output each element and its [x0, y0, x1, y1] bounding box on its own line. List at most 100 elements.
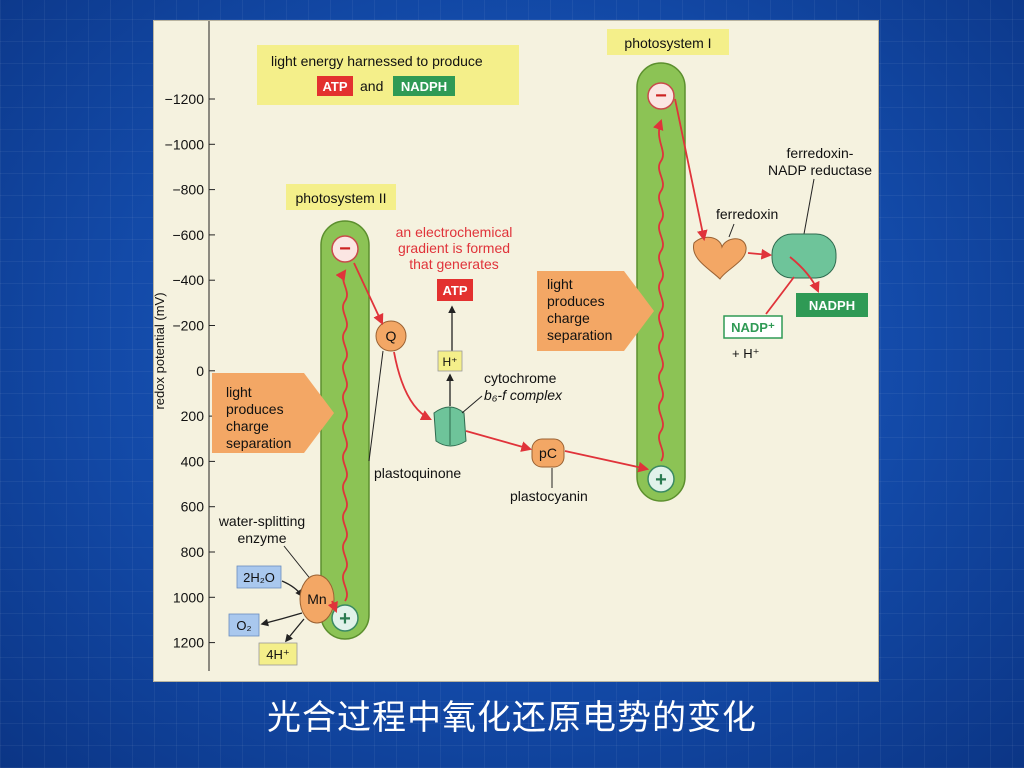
h-plus-label: H⁺: [443, 355, 458, 369]
water-enzyme-line1: water-splitting: [218, 513, 305, 529]
light-left-line1: light: [226, 384, 252, 400]
nadph-badge-label: NADPH: [401, 79, 447, 94]
psi-minus-sign: −: [655, 85, 667, 107]
mn-to-o2-arrow: [260, 612, 303, 627]
y-tick-label: 1200: [173, 635, 204, 651]
light-arrow-right: light produces charge separation: [537, 271, 654, 351]
plus-h-label: + H⁺: [732, 346, 759, 361]
h2o-to-mn-arrow: [281, 580, 303, 598]
nadp-to-fnr-curve: [765, 276, 795, 315]
y-axis-label: redox potential (mV): [154, 292, 167, 409]
cytochrome-pointer: [461, 395, 483, 414]
y-tick-label: 400: [181, 453, 205, 469]
nadph-output-badge: [796, 293, 868, 317]
fnr-to-nadph-arrow: [789, 256, 820, 293]
ferredoxin-label: ferredoxin: [716, 206, 778, 222]
psii-plus-sign: +: [339, 608, 351, 630]
gradient-note-line3: that generates: [409, 256, 499, 272]
mn-label: Mn: [307, 591, 326, 607]
psi-to-ferredoxin-arrow: [674, 98, 708, 242]
cytochrome-line1: cytochrome: [484, 370, 557, 386]
photosystem-i-label-box: [607, 29, 729, 55]
psi-plus-circle: +: [647, 465, 675, 493]
plastoquinone-label: plastoquinone: [374, 465, 461, 481]
psi-plus-sign: +: [655, 469, 667, 491]
fnr-node: [771, 233, 837, 279]
4h-box: [258, 642, 298, 666]
h2o-label: 2H₂O: [243, 570, 275, 585]
light-arrow-left: light produces charge separation: [212, 373, 334, 453]
light-right-line3: charge: [547, 310, 590, 326]
4h-label: 4H⁺: [266, 647, 289, 662]
h2o-box: [236, 565, 282, 589]
fnr-line2: NADP reductase: [768, 162, 872, 178]
psii-minus-circle: −: [331, 235, 359, 263]
psii-to-q-arrow: [353, 262, 384, 325]
atp-badge: [317, 76, 353, 96]
nadph-output-label: NADPH: [809, 298, 855, 313]
fnr-pointer: [803, 178, 815, 235]
fnr-line1: ferredoxin-: [787, 145, 854, 161]
ferredoxin-pointer: [728, 223, 735, 238]
photosystem-ii-label: photosystem II: [295, 190, 386, 206]
y-tick-label: −1200: [165, 91, 205, 107]
light-left-line3: charge: [226, 418, 269, 434]
y-tick-label: −600: [172, 227, 204, 243]
y-tick-label: 600: [181, 499, 205, 515]
photosystem-i-label: photosystem I: [624, 35, 711, 51]
water-enzyme-pointer: [283, 545, 313, 582]
y-axis: −1200 −1000 −800 −600 −400 −200 0 200 400 600 800 1…: [154, 21, 215, 671]
y-tick-label: 0: [196, 363, 204, 379]
atp-nadph-header-box: light energy harnessed to produce ATP an…: [257, 45, 519, 105]
cytochrome-b6f-complex: [433, 406, 467, 447]
q-plastoquinone-node: Q: [375, 320, 407, 352]
pc-label: pC: [539, 445, 557, 461]
q-to-cyt-arrow: [393, 351, 432, 420]
water-enzyme-line2: enzyme: [237, 530, 286, 546]
pc-plastocyanin-node: pC: [531, 438, 565, 468]
h-plus-box: [437, 350, 463, 372]
plastoquinone-pointer: [368, 350, 384, 462]
atp-badge-label: ATP: [322, 79, 347, 94]
light-right-line2: produces: [547, 293, 605, 309]
o2-label: O₂: [236, 618, 251, 633]
slide-caption: 光合过程中氧化还原电势的变化: [267, 698, 757, 738]
o2-box: [228, 613, 260, 637]
gradient-note-line1: an electrochemical: [396, 224, 513, 240]
light-right-line1: light: [547, 276, 573, 292]
y-tick-label: −800: [172, 182, 204, 198]
ferredoxin-to-fnr-arrow: [747, 248, 773, 260]
mn-to-psii-arrow: [327, 600, 338, 614]
photosystem-ii-label-box: [286, 184, 396, 210]
nadp-input-label: NADP⁺: [731, 320, 775, 335]
light-left-line2: produces: [226, 401, 284, 417]
mn-to-4h-arrow: [285, 618, 305, 643]
y-tick-label: −1000: [165, 136, 205, 152]
light-right-line4: separation: [547, 327, 612, 343]
psii-electron-path: [335, 269, 348, 602]
psi-electron-path: [653, 118, 664, 462]
y-tick-label: −400: [172, 272, 204, 288]
psii-plus-circle: +: [331, 604, 359, 632]
psi-minus-circle: −: [647, 82, 675, 110]
y-tick-label: 1000: [173, 589, 204, 605]
psii-minus-sign: −: [339, 238, 351, 260]
mn-cluster-node: Mn: [299, 574, 335, 624]
gradient-atp-badge: [437, 279, 473, 301]
nadp-input-badge: [723, 315, 783, 339]
y-tick-label: −200: [172, 318, 204, 334]
y-tick-label: 200: [181, 408, 205, 424]
gradient-atp-label: ATP: [442, 283, 467, 298]
q-label: Q: [386, 328, 397, 344]
cyt-to-pc-arrow: [465, 430, 533, 452]
gradient-note-line2: gradient is formed: [398, 240, 510, 256]
pc-to-psi-arrow: [564, 450, 650, 473]
cytochrome-line2: b₆-f complex: [484, 387, 563, 403]
header-line: light energy harnessed to produce: [271, 53, 483, 69]
plastocyanin-label: plastocyanin: [510, 488, 588, 504]
light-left-line4: separation: [226, 435, 291, 451]
gradient-note: an electrochemical gradient is formed th…: [396, 224, 513, 301]
y-tick-label: 800: [181, 544, 205, 560]
ferredoxin-node: [693, 236, 747, 280]
